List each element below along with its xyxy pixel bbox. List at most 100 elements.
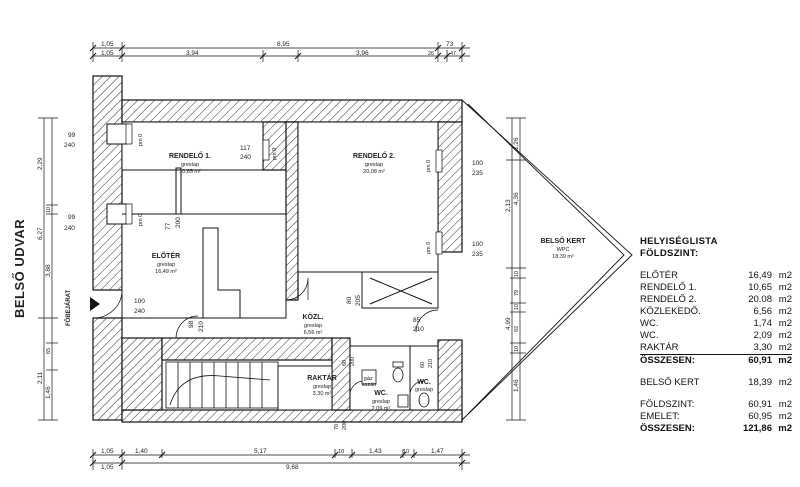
gas-boiler-note-line2: kazán <box>362 382 377 388</box>
room-name-belso-kert: BELSŐ KERT <box>540 236 586 245</box>
room-name-wc1: WC. <box>374 390 388 397</box>
opening-wc2-width: 60 <box>420 362 426 368</box>
sink <box>397 394 409 408</box>
dim-right-8: 92 <box>514 326 520 332</box>
room-labels: RENDELŐ 1. greslap 10,65 m² RENDELŐ 2. g… <box>152 151 586 412</box>
room-rendelo1 <box>121 121 264 171</box>
dim-bottom2-a: 1,05 <box>101 464 114 471</box>
bottom-dimension-lines <box>89 449 470 470</box>
opening-77: 77 <box>165 222 172 230</box>
dim-right-10: 1,46 <box>513 379 520 392</box>
gas-boiler <box>361 369 377 385</box>
windows <box>125 123 443 255</box>
dim-top2-a: 1,05 <box>101 50 114 57</box>
sanitary <box>361 361 430 408</box>
gas-boiler-note-line1: gáz <box>364 376 373 382</box>
opening-left-top-width: 99 <box>68 132 76 139</box>
opening-r2-mid-height: 235 <box>472 251 483 258</box>
sill-pm0-1: pm 0 <box>138 134 144 146</box>
room-floor-belso-kert: WPC <box>557 247 570 253</box>
room-floor-raktar: greslap <box>313 384 331 390</box>
opening-85: 85 <box>413 317 421 324</box>
dim-right-9: 10 <box>514 346 520 352</box>
opening-98: 98 <box>188 320 195 328</box>
dim-left-5: 65 <box>46 348 52 354</box>
opening-r2-top-width: 100 <box>472 160 483 167</box>
room-raktar <box>277 365 333 411</box>
wall-left-upper <box>92 75 123 291</box>
room-floor-wc1: greslap <box>372 399 390 405</box>
opening-wc1-width: 60 <box>342 360 348 366</box>
opening-entry-height: 240 <box>134 308 145 315</box>
entrance-arrow-icon <box>90 297 100 311</box>
staircase <box>165 361 279 409</box>
dim-bottom1-c: 5,17 <box>254 448 267 455</box>
top-dimension-labels: 1,05 8,95 73 1,05 3,94 3,96 26 47 <box>101 41 456 57</box>
wall-stair-top <box>161 337 333 361</box>
room-floor-rendelo2: greslap <box>365 162 383 168</box>
dim-bottom1-d: 10 <box>338 449 344 455</box>
sill-pm0-3: pm 0 <box>272 148 278 160</box>
entrance-arrow <box>90 297 100 311</box>
dim-bottom1-f: 10 <box>403 449 409 455</box>
room-name-kozl: KÖZL. <box>303 312 324 321</box>
dim-left-3: 6,27 <box>37 227 44 240</box>
room-area-wc1: 2,09 m² <box>372 406 391 412</box>
stair-block <box>202 227 241 319</box>
room-area-eloter: 16,49 m² <box>155 269 177 275</box>
toilet-2 <box>418 392 430 408</box>
opening-wc2-height: 210 <box>428 359 434 368</box>
dim-bottom1-a: 1,05 <box>101 448 114 455</box>
dim-top2-e: 47 <box>450 51 456 57</box>
dim-left-1: 2,29 <box>37 157 44 170</box>
opening-storage-width: 70 <box>334 424 340 430</box>
toilet-tank-1 <box>392 361 404 368</box>
dim-right-5: 79 <box>514 290 520 296</box>
room-area-kozl: 6,56 m² <box>304 330 323 336</box>
gas-boiler-note: gáz kazán <box>362 376 377 388</box>
dim-bottom1-e: 1,43 <box>369 448 382 455</box>
dim-right-6: 10 <box>514 304 520 310</box>
partitions <box>106 123 439 410</box>
opening-80: 80 <box>346 296 353 304</box>
dim-top2-b: 3,94 <box>186 50 199 57</box>
room-area-raktar: 3,30 m² <box>313 391 332 397</box>
dim-left-4: 3,88 <box>45 264 52 277</box>
opening-left-top-height: 240 <box>64 142 75 149</box>
dim-left-2: 10 <box>46 207 52 213</box>
right-dimension-labels: 1,26 4,36 2,13 10 79 10 4,99 92 10 1,46 <box>505 137 520 392</box>
left-dimension-lines <box>38 117 58 421</box>
dim-right-1: 1,26 <box>513 137 520 150</box>
dim-top2-c: 3,96 <box>356 50 369 57</box>
wall-left-lower <box>92 317 123 421</box>
wall-right-lower <box>437 339 463 421</box>
room-list-subtitle: FÖLDSZINT: <box>640 248 699 259</box>
sill-pm0-4: pm 0 <box>426 160 432 172</box>
wall-top <box>121 99 463 123</box>
wall-bottom <box>121 409 463 423</box>
opening-wc1-height: 200 <box>350 357 356 366</box>
wall-bottom-left <box>121 337 163 411</box>
room-name-wc2: WC. <box>417 379 431 386</box>
left-dimension-labels: 2,29 10 6,27 3,88 65 2,11 1,46 <box>37 157 52 399</box>
room-floor-eloter: greslap <box>157 262 175 268</box>
dim-top-total: 8,95 <box>277 41 290 48</box>
dim-bottom2-total: 9,68 <box>286 464 299 471</box>
room-name-rendelo2: RENDELŐ 2. <box>353 151 395 160</box>
opening-117-height: 240 <box>240 154 251 161</box>
room-area-rendelo1: 10,65 m² <box>179 169 201 175</box>
toilet-1 <box>392 367 404 383</box>
opening-205: 205 <box>355 295 362 306</box>
dim-bottom1-g: 1,47 <box>431 448 444 455</box>
wall-right-upper <box>437 121 463 253</box>
